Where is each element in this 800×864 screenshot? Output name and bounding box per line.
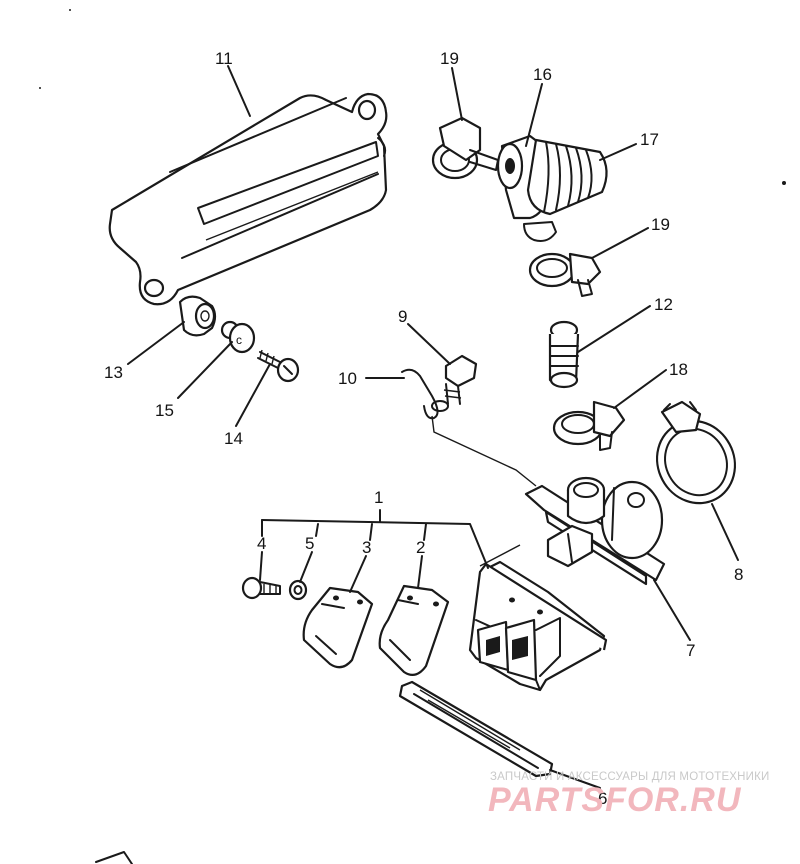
specks: [39, 9, 786, 185]
part-12-joint-pipe: [548, 320, 580, 389]
callout-16: 16: [533, 65, 552, 84]
callout-15: 15: [155, 401, 174, 420]
part-9-bolt: [443, 354, 478, 405]
part-13-grommet: [178, 295, 217, 337]
part-18-clamp: [552, 400, 626, 451]
part-10-clip: [401, 368, 537, 487]
callout-2: 2: [416, 538, 425, 557]
callouts: 11 19 16 17 19 12 18 9 10 13 15 14 1 4 5…: [104, 49, 743, 808]
part-2-reed-stopper: [378, 584, 450, 677]
callout-19-upper: 19: [440, 49, 459, 68]
part-4-screw: [241, 576, 281, 600]
part-14-screw: [257, 349, 300, 383]
callout-17: 17: [640, 130, 659, 149]
callout-19-middle: 19: [651, 215, 670, 234]
part-17-bellows: [526, 138, 608, 216]
part-6-gasket: [398, 680, 554, 778]
callout-18: 18: [669, 360, 688, 379]
part-7-manifold: [524, 476, 666, 586]
part-5-washer: [288, 579, 308, 601]
part-15-collar: c: [220, 320, 256, 354]
svg-text:c: c: [236, 333, 242, 347]
callout-5: 5: [305, 534, 314, 553]
corner-fragment: [95, 851, 133, 864]
callout-14: 14: [224, 429, 243, 448]
callout-10: 10: [338, 369, 357, 388]
part-11-air-box: [108, 92, 388, 306]
callout-11: 11: [215, 49, 233, 68]
callout-8: 8: [734, 565, 743, 584]
part-19-upper-clamp: [431, 116, 499, 180]
callout-6: 6: [598, 789, 607, 808]
callout-7: 7: [686, 641, 695, 660]
leader-lines: [127, 65, 739, 789]
part-1-reed-valve-body: [468, 560, 608, 692]
callout-3: 3: [362, 538, 371, 557]
callout-1: 1: [374, 488, 383, 507]
callout-9: 9: [398, 307, 407, 326]
callout-13: 13: [104, 363, 123, 382]
part-8-band-clamp: [655, 400, 737, 505]
watermark-logo: PARTSFOR.RU: [488, 781, 742, 819]
part-3-reed-petal: [302, 586, 374, 669]
part-19-middle-clamp: [528, 252, 602, 297]
watermark-subtitle: ЗАПЧАСТИ И АКСЕССУАРЫ ДЛЯ МОТОТЕХНИКИ: [490, 771, 770, 783]
callout-12: 12: [654, 295, 673, 314]
watermark: ЗАПЧАСТИ И АКСЕССУАРЫ ДЛЯ МОТОТЕХНИКИ PA…: [488, 771, 770, 819]
callout-4: 4: [257, 534, 266, 553]
